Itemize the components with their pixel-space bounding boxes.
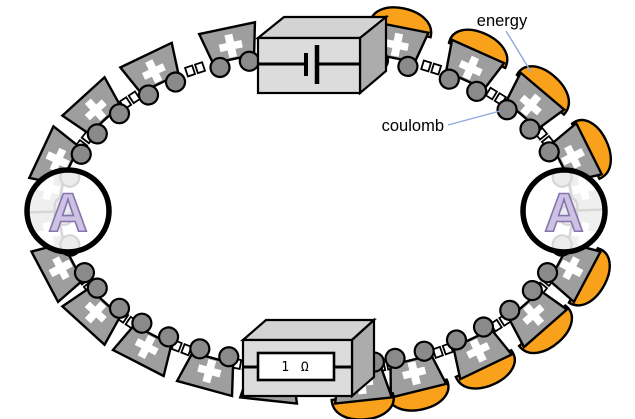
coupling-piece: [127, 90, 142, 105]
plus-icon: [218, 33, 243, 58]
cart-wheel: [557, 196, 579, 218]
plus-icon: [84, 98, 107, 121]
cart-wheel: [108, 297, 131, 319]
plus-icon: [84, 301, 107, 324]
ammeter-right-ring: [520, 167, 608, 255]
cart-wheel: [86, 123, 108, 145]
plus-icon: [134, 334, 159, 360]
ammeter-left-ring: [24, 167, 112, 255]
cart-wheel: [157, 326, 180, 348]
plus-icon: [48, 256, 73, 281]
plus-icon: [519, 93, 542, 117]
resistor-box: 1 Ω: [240, 317, 377, 399]
plus-icon: [571, 221, 596, 246]
battery-cell-symbol-icon: [258, 45, 360, 84]
plus-icon: [466, 338, 491, 363]
plus-icon: [559, 256, 584, 281]
cart-wheel: [384, 347, 406, 370]
coupling-piece: [430, 62, 443, 76]
coupling-piece: [183, 64, 197, 78]
cart-wheel: [131, 312, 153, 334]
cart-wheel: [397, 55, 419, 77]
cart-body: [29, 208, 67, 250]
coulomb-cart-loaded: [538, 118, 612, 190]
plus-icon: [197, 358, 222, 384]
coulomb-label: coulomb: [382, 117, 444, 135]
cart-wheel: [496, 99, 518, 121]
cart-wheel: [557, 204, 579, 226]
cart-wheel: [499, 299, 521, 321]
ammeter-left: A: [24, 167, 112, 255]
ammeter-right: A: [520, 167, 608, 255]
coulomb-cart-loaded: [384, 340, 450, 412]
coulomb-cart: [60, 75, 131, 145]
energy-pointer-line: [505, 30, 532, 73]
ammeter-letter: A: [544, 181, 584, 243]
cart-wheel: [536, 262, 559, 284]
cart-wheel: [218, 346, 240, 368]
plus-icon: [571, 176, 596, 201]
cart-wheel: [53, 204, 75, 226]
plus-icon: [36, 176, 61, 201]
coupling-link: [420, 59, 443, 76]
annotations: energy coulomb: [382, 12, 532, 135]
coulomb-pointer-line: [447, 110, 501, 126]
coulomb-cart: [175, 338, 240, 398]
cart-wheel: [53, 196, 75, 218]
plus-icon: [560, 144, 585, 169]
battery-box: [254, 14, 390, 96]
ammeter-right-face: [523, 170, 605, 252]
ghost-cart: [29, 204, 81, 250]
cart-body: [565, 172, 603, 214]
cart-wheel: [108, 103, 131, 125]
plus-icon: [36, 221, 61, 246]
coulomb-cart: [197, 20, 260, 79]
cart-wheel: [70, 143, 92, 165]
cart-wheel: [209, 56, 231, 79]
cart-wheel: [466, 80, 488, 102]
cart-wheel: [137, 84, 160, 106]
cart-wheel: [538, 141, 560, 163]
plus-icon: [522, 303, 545, 327]
coulomb-cart-loaded: [438, 28, 509, 102]
coupling-link: [183, 61, 207, 78]
plus-icon: [458, 55, 483, 81]
coulomb-cart-loaded: [499, 279, 574, 355]
resistor-value-box: [256, 351, 336, 382]
cart-wheel: [521, 279, 543, 302]
coupling-piece: [193, 61, 207, 75]
coupling-piece: [484, 86, 499, 101]
ammeter-left-face: [27, 170, 109, 252]
cart-wheel: [445, 329, 468, 351]
coulomb-cart-loaded: [496, 65, 570, 140]
plus-icon: [402, 361, 427, 386]
coulomb-cart: [118, 41, 187, 106]
cart-wheel: [189, 338, 211, 360]
cart-wheel: [413, 340, 435, 362]
cart-wheel: [438, 68, 460, 90]
coulomb-cart-loaded: [445, 316, 516, 390]
cart-wheel: [164, 71, 187, 93]
coulomb-cart: [111, 312, 180, 378]
cart-wheel: [86, 277, 108, 299]
energy-label: energy: [477, 12, 528, 30]
coupling-piece: [420, 59, 433, 73]
cart-wheel: [519, 118, 541, 140]
plus-icon: [45, 147, 70, 172]
cart-wheel: [472, 316, 495, 338]
coulomb-cart: [60, 277, 131, 347]
plus-icon: [141, 59, 166, 84]
ammeter-letter: A: [48, 181, 88, 243]
resistor-value-label: 1 Ω: [281, 360, 310, 375]
ammeter-right-ghost-carts: [551, 172, 603, 250]
plus-icon: [384, 32, 409, 57]
cart-wheel: [73, 262, 96, 284]
